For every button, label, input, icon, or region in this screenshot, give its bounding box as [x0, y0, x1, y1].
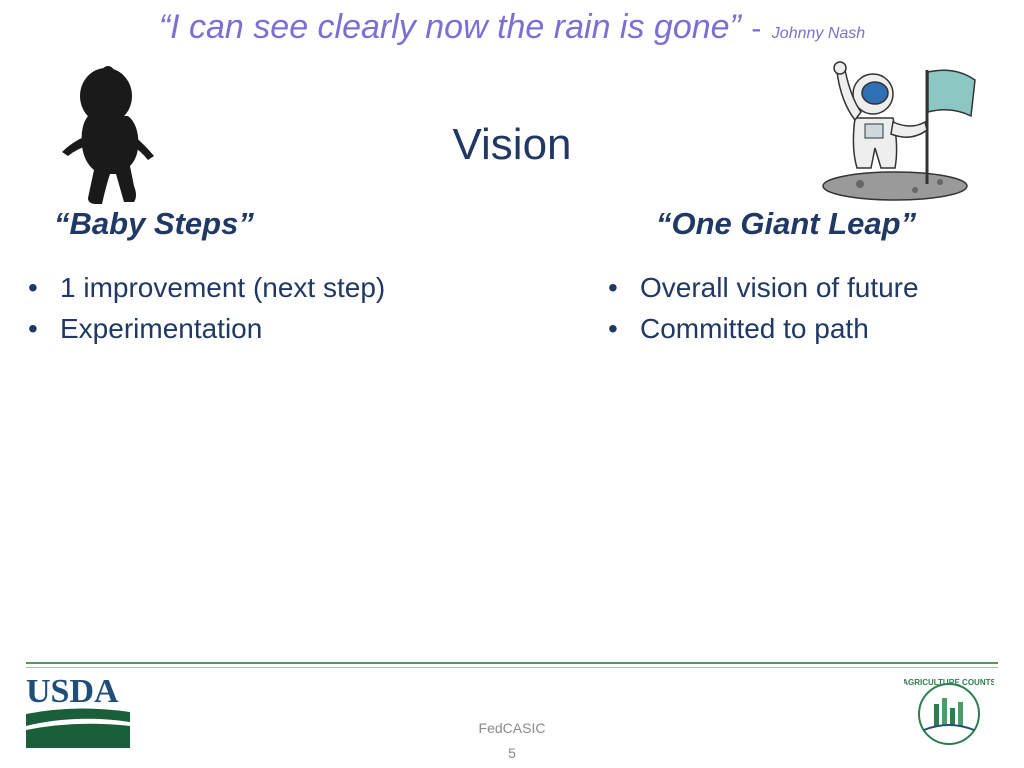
astronaut-flag-icon — [822, 61, 976, 201]
agriculture-counts-logo: AGRICULTURE COUNTS — [904, 678, 994, 745]
list-item: 1 improvement (next step) — [28, 267, 385, 308]
quote-author: Johnny Nash — [771, 25, 866, 42]
slide-title: Vision — [452, 120, 572, 169]
agriculture-counts-logo-text: AGRICULTURE COUNTS — [904, 678, 994, 687]
usda-logo-text: USDA — [26, 674, 119, 710]
giant-leap-bullets: Overall vision of future Committed to pa… — [608, 267, 919, 349]
baby-steps-heading: “Baby Steps” — [54, 206, 254, 241]
usda-logo: USDA — [26, 674, 130, 748]
list-item: Committed to path — [608, 308, 919, 349]
quote-line: “I can see clearly now the rain is gone”… — [0, 8, 1024, 47]
quote-text: “I can see clearly now the rain is gone” — [158, 8, 741, 46]
footer-text: FedCASIC — [478, 720, 546, 736]
footer-divider-thin — [26, 667, 998, 668]
quote-dash: - — [751, 12, 762, 45]
list-item: Overall vision of future — [608, 267, 919, 308]
baby-steps-bullets: 1 improvement (next step) Experimentatio… — [28, 267, 385, 349]
baby-silhouette-icon — [62, 66, 154, 204]
footer-divider — [26, 662, 998, 664]
list-item: Experimentation — [28, 308, 385, 349]
giant-leap-heading: “One Giant Leap” — [656, 206, 917, 241]
page-number: 5 — [508, 745, 516, 761]
